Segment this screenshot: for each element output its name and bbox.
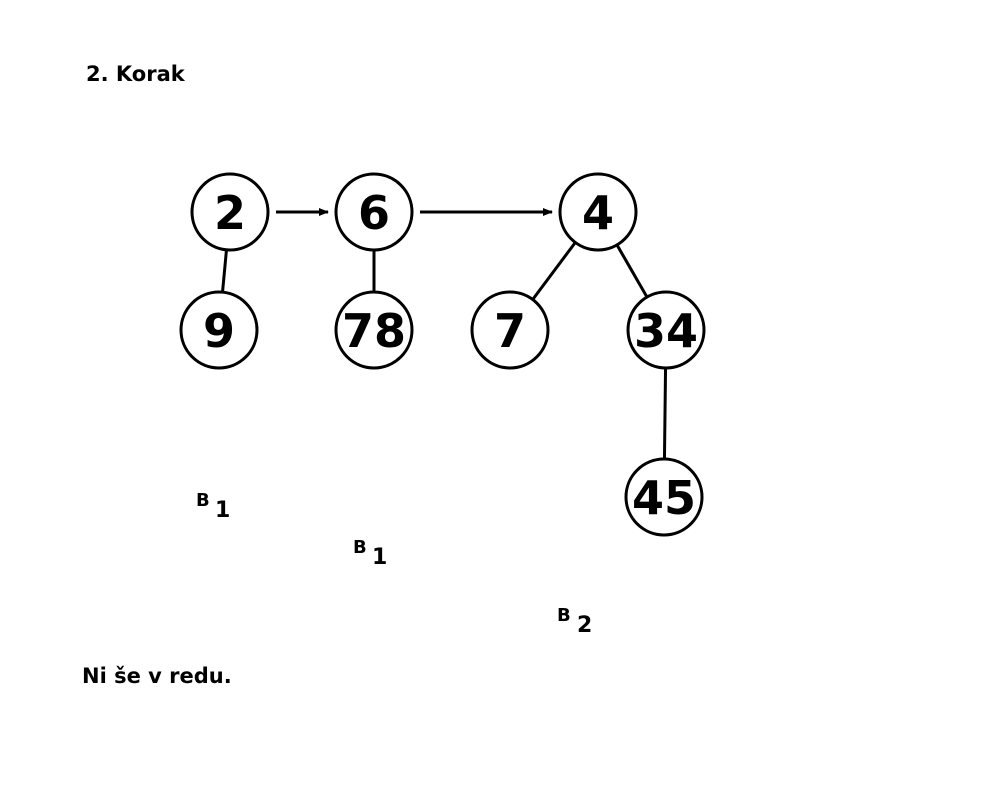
- node-circle: [624, 457, 704, 537]
- child-edge-n4-n7: [531, 241, 577, 301]
- node-circle: [179, 290, 259, 370]
- nodes: 2 6 4 9 78 7 34 45: [179, 172, 706, 537]
- child-edge-n34-n45: [662, 367, 668, 460]
- order-letter: B: [353, 537, 367, 558]
- order-letter: B: [557, 605, 571, 626]
- heap-node-78: 78: [334, 290, 414, 370]
- heap-node-34: 34: [626, 290, 706, 370]
- node-circle: [190, 172, 270, 252]
- node-value: 34: [634, 304, 698, 358]
- order-subscript: 1: [372, 545, 387, 570]
- order-subscript: 2: [577, 613, 592, 638]
- node-value: 9: [203, 304, 235, 358]
- heap-node-4: 4: [558, 172, 638, 252]
- node-value: 2: [214, 186, 246, 240]
- node-value: 4: [582, 186, 614, 240]
- node-circle: [470, 290, 550, 370]
- heap-node-7: 7: [470, 290, 550, 370]
- child-edge-n2-n9: [221, 249, 228, 293]
- node-value: 6: [358, 186, 390, 240]
- node-value: 45: [632, 471, 696, 525]
- child-edge-n4-n34: [615, 244, 649, 298]
- heap-node-9: 9: [179, 290, 259, 370]
- heap-node-6: 6: [334, 172, 414, 252]
- node-circle: [626, 290, 706, 370]
- status-text: Ni še v redu.: [82, 664, 232, 688]
- step-heading: 2. Korak: [86, 62, 185, 86]
- heap-node-45: 45: [624, 457, 704, 537]
- order-subscript: 1: [215, 498, 230, 523]
- order-letter: B: [196, 490, 210, 511]
- node-circle: [558, 172, 638, 252]
- heap-node-2: 2: [190, 172, 270, 252]
- node-value: 78: [342, 304, 406, 358]
- edges: [221, 208, 668, 460]
- node-value: 7: [494, 304, 526, 358]
- node-circle: [334, 172, 414, 252]
- node-circle: [334, 290, 414, 370]
